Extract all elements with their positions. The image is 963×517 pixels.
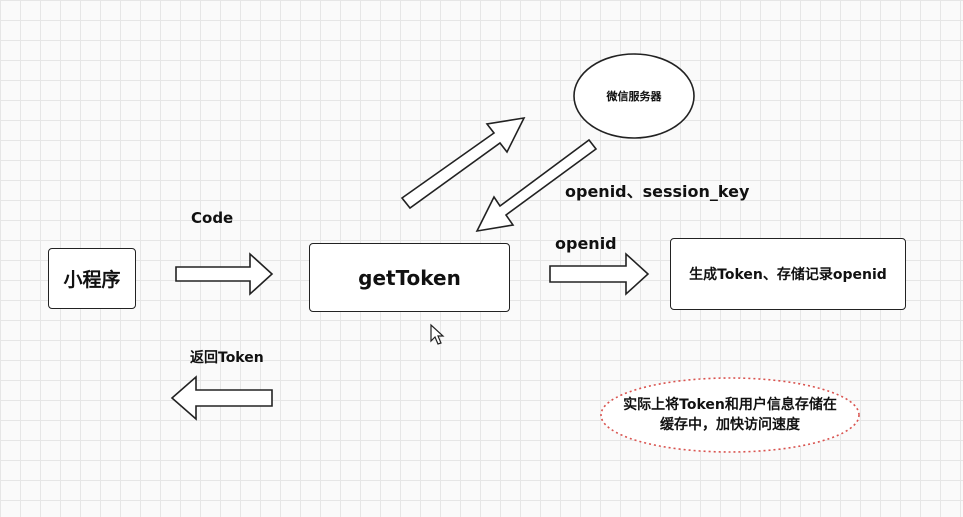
get-token-node: getToken: [309, 243, 510, 312]
generate-token-node: 生成Token、存储记录openid: [670, 238, 906, 310]
return-token-arrow: [170, 375, 273, 421]
response-arrow: [475, 138, 598, 233]
miniprogram-label: 小程序: [63, 269, 121, 291]
note-ellipse: [600, 377, 860, 453]
note-line-1: 实际上将Token和用户信息存储在: [623, 397, 837, 413]
request-arrow: [400, 116, 526, 210]
wechat-server-label-wrap: 微信服务器: [574, 78, 694, 114]
wechat-server-label: 微信服务器: [606, 90, 662, 103]
note-line-2: 缓存中，加快访问速度: [660, 417, 800, 433]
return-token-label: 返回Token: [190, 350, 264, 366]
openid-arrow: [549, 252, 650, 296]
code-arrow: [175, 252, 274, 296]
wechat-server-node: [573, 53, 695, 139]
openid-label: openid: [555, 234, 617, 253]
generate-token-label: 生成Token、存储记录openid: [689, 267, 887, 283]
note-text: 实际上将Token和用户信息存储在 缓存中，加快访问速度: [601, 393, 859, 437]
openid-session-label: openid、session_key: [565, 182, 750, 201]
code-label: Code: [191, 209, 234, 227]
miniprogram-node: 小程序: [48, 248, 136, 309]
get-token-label: getToken: [358, 265, 461, 290]
mouse-cursor-icon: [430, 323, 445, 345]
